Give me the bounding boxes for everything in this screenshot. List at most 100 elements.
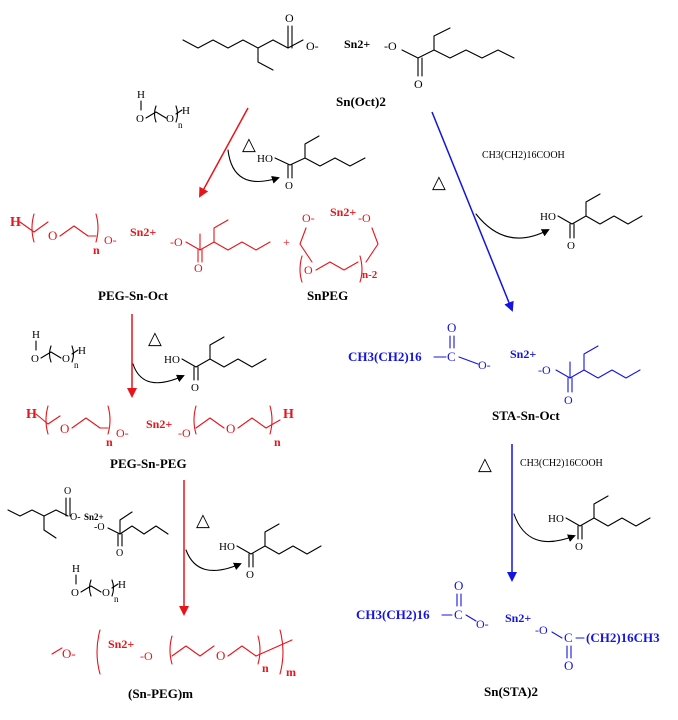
svg-text:O: O	[226, 421, 235, 436]
svg-text:-O: -O	[538, 363, 551, 377]
svg-text:O: O	[71, 587, 79, 599]
svg-text:H: H	[72, 563, 80, 575]
byproduct-arrow-2	[475, 213, 550, 239]
svg-text:H: H	[137, 89, 145, 101]
svg-text:O: O	[564, 658, 573, 673]
peg-sn-peg-structure: H O n O- Sn2+ -O O n H PEG-Sn-PEG	[26, 405, 294, 471]
sn-oct2-label: Sn(Oct)2	[336, 94, 386, 109]
svg-text:C: C	[454, 607, 463, 622]
svg-text:C: C	[447, 349, 456, 364]
sn-peg-m-structure: O- Sn2+ -O O n m (Sn-PEG)m	[51, 629, 296, 701]
svg-text:C: C	[564, 630, 573, 645]
svg-text:-O: -O	[358, 211, 371, 225]
peg-reagent-2: H O O H n	[31, 329, 86, 370]
svg-text:O-: O-	[476, 617, 489, 631]
svg-text:-O: -O	[140, 649, 153, 663]
stearic-acid-reagent-1: CH3(CH2)16COOH	[482, 150, 565, 161]
svg-text:HO: HO	[540, 211, 556, 223]
byproduct-arrow-4	[185, 549, 242, 571]
svg-text:O-: O-	[116, 426, 129, 440]
svg-text:n: n	[74, 360, 79, 370]
svg-text:Sn2+: Sn2+	[330, 205, 356, 219]
svg-text:Sn2+: Sn2+	[130, 225, 156, 239]
svg-text:Sn2+: Sn2+	[510, 347, 536, 361]
sn-sta2-structure: CH3(CH2)16 C O O- Sn2+ -O C O (CH2)16CH3…	[356, 578, 660, 699]
heat-symbol-4: △	[196, 510, 210, 530]
svg-text:Sn2+: Sn2+	[84, 512, 104, 522]
svg-text:n-2: n-2	[362, 269, 378, 281]
carboxylate-o: O-	[306, 39, 319, 53]
svg-text:O: O	[246, 569, 254, 581]
svg-text:n: n	[93, 243, 100, 257]
heat-symbol-3: △	[148, 328, 162, 348]
peg-sn-oct-structure: H O n O- Sn2+ -O O PEG-Sn-Oct	[10, 213, 271, 303]
sn-oct2-reagent-small: O O- Sn2+ -O O	[7, 486, 169, 559]
svg-text:O: O	[454, 578, 463, 593]
octanoic-acid-2: HO O	[540, 193, 643, 252]
snpeg-structure: O- Sn2+ -O O n-2 SnPEG	[299, 205, 379, 303]
svg-text:O: O	[304, 263, 313, 277]
svg-text:O-: O-	[62, 646, 76, 661]
svg-text:-O: -O	[535, 623, 548, 637]
svg-text:O: O	[102, 587, 110, 599]
svg-text:O: O	[575, 541, 583, 553]
octanoic-acid-3: HO O	[164, 336, 267, 394]
byproduct-arrow-3	[132, 363, 185, 384]
svg-text:H: H	[283, 407, 294, 422]
byproduct-arrow-1	[227, 149, 280, 184]
svg-text:O-: O-	[70, 512, 81, 523]
svg-text:O: O	[191, 382, 199, 394]
svg-text:H: H	[10, 215, 21, 230]
svg-text:O: O	[564, 393, 573, 407]
sta-sn-oct-structure: CH3(CH2)16 C O O- Sn2+ -O O STA-Sn-Oct	[348, 320, 641, 423]
svg-text:O: O	[216, 648, 225, 663]
svg-text:O: O	[62, 353, 70, 365]
svg-text:O-: O-	[104, 233, 117, 247]
svg-text:O: O	[48, 228, 57, 243]
svg-text:H: H	[26, 407, 37, 422]
heat-symbol-2: △	[432, 172, 446, 192]
carbonyl-o-right: O	[414, 77, 423, 91]
sn-peg-m-label: (Sn-PEG)m	[128, 686, 193, 701]
svg-text:-O: -O	[94, 522, 105, 533]
heat-symbol-5: △	[478, 454, 492, 474]
sn-ion: Sn2+	[344, 37, 370, 51]
octanoic-acid-4: HO O	[219, 523, 322, 581]
svg-text:-O: -O	[170, 235, 183, 249]
sn-oct2-structure: O O- Sn2+ -O O Sn(Oct)2	[182, 11, 515, 109]
sn-sta2-label: Sn(STA)2	[484, 684, 538, 699]
svg-text:O: O	[116, 548, 123, 559]
sta-sn-oct-label: STA-Sn-Oct	[492, 408, 560, 423]
carboxylate-o-right: -O	[384, 39, 397, 53]
svg-text:O: O	[567, 240, 575, 252]
svg-text:n: n	[178, 120, 183, 130]
svg-text:H: H	[118, 579, 126, 591]
svg-text:O: O	[60, 421, 69, 436]
carbonyl-o: O	[285, 11, 294, 25]
svg-text:H: H	[32, 329, 40, 341]
heat-symbol-1: △	[242, 134, 256, 154]
svg-text:-O: -O	[178, 426, 191, 440]
svg-text:O: O	[31, 353, 39, 365]
svg-text:Sn2+: Sn2+	[505, 611, 531, 625]
svg-text:H: H	[78, 345, 86, 357]
svg-text:n: n	[106, 435, 113, 449]
svg-text:O: O	[194, 261, 203, 275]
svg-text:Sn2+: Sn2+	[146, 417, 172, 431]
svg-text:O: O	[64, 486, 71, 497]
peg-reagent-3: H O O H n	[71, 563, 126, 604]
svg-text:H: H	[182, 105, 190, 117]
svg-text:CH3(CH2)16: CH3(CH2)16	[356, 607, 430, 622]
svg-text:m: m	[286, 665, 296, 679]
svg-text:O: O	[136, 113, 144, 125]
arrow-sta-1	[431, 111, 514, 312]
svg-text:n: n	[114, 594, 119, 604]
octanoic-acid-1: HO O	[257, 135, 366, 192]
svg-text:O: O	[447, 320, 456, 335]
svg-text:HO: HO	[548, 513, 564, 525]
svg-text:CH3(CH2)16: CH3(CH2)16	[348, 349, 422, 364]
byproduct-arrow-5	[513, 513, 576, 543]
svg-text:O: O	[166, 113, 174, 125]
svg-text:HO: HO	[164, 354, 180, 366]
